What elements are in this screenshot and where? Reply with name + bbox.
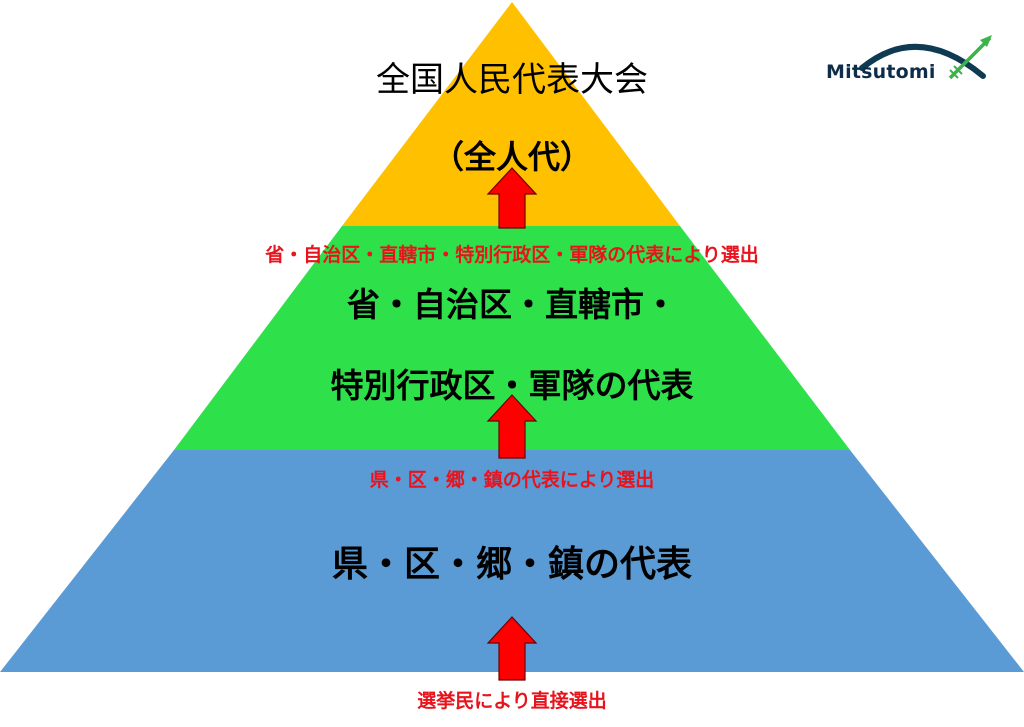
bottom-election-caption: 選挙民により直接選出	[417, 690, 607, 712]
bottom-tier-title: 県・区・郷・鎮の代表	[331, 544, 692, 585]
arrow-up-icon	[486, 616, 538, 681]
logo-arc-icon	[859, 35, 992, 80]
middle-tier-subtitle: 特別行政区・軍隊の代表	[330, 366, 694, 405]
middle-tier-title: 省・自治区・直轄市・	[347, 285, 677, 324]
middle-election-caption: 県・区・郷・鎮の代表により選出	[369, 469, 655, 491]
top-tier-subtitle: （全人代）	[431, 138, 592, 176]
top-tier-title: 全国人民代表大会	[376, 60, 648, 100]
arrow-up-icon	[486, 167, 538, 229]
logo-text: Mitsutomi	[826, 61, 936, 83]
pyramid-top-tier	[342, 2, 680, 226]
mitsutomi-logo: Mitsutomi	[818, 30, 998, 100]
pyramid-bottom-tier	[0, 450, 1024, 672]
arrow-up-icon	[486, 394, 538, 459]
top-election-caption: 省・自治区・直轄市・特別行政区・軍隊の代表により選出	[265, 244, 759, 266]
pyramid-middle-tier	[174, 226, 850, 450]
